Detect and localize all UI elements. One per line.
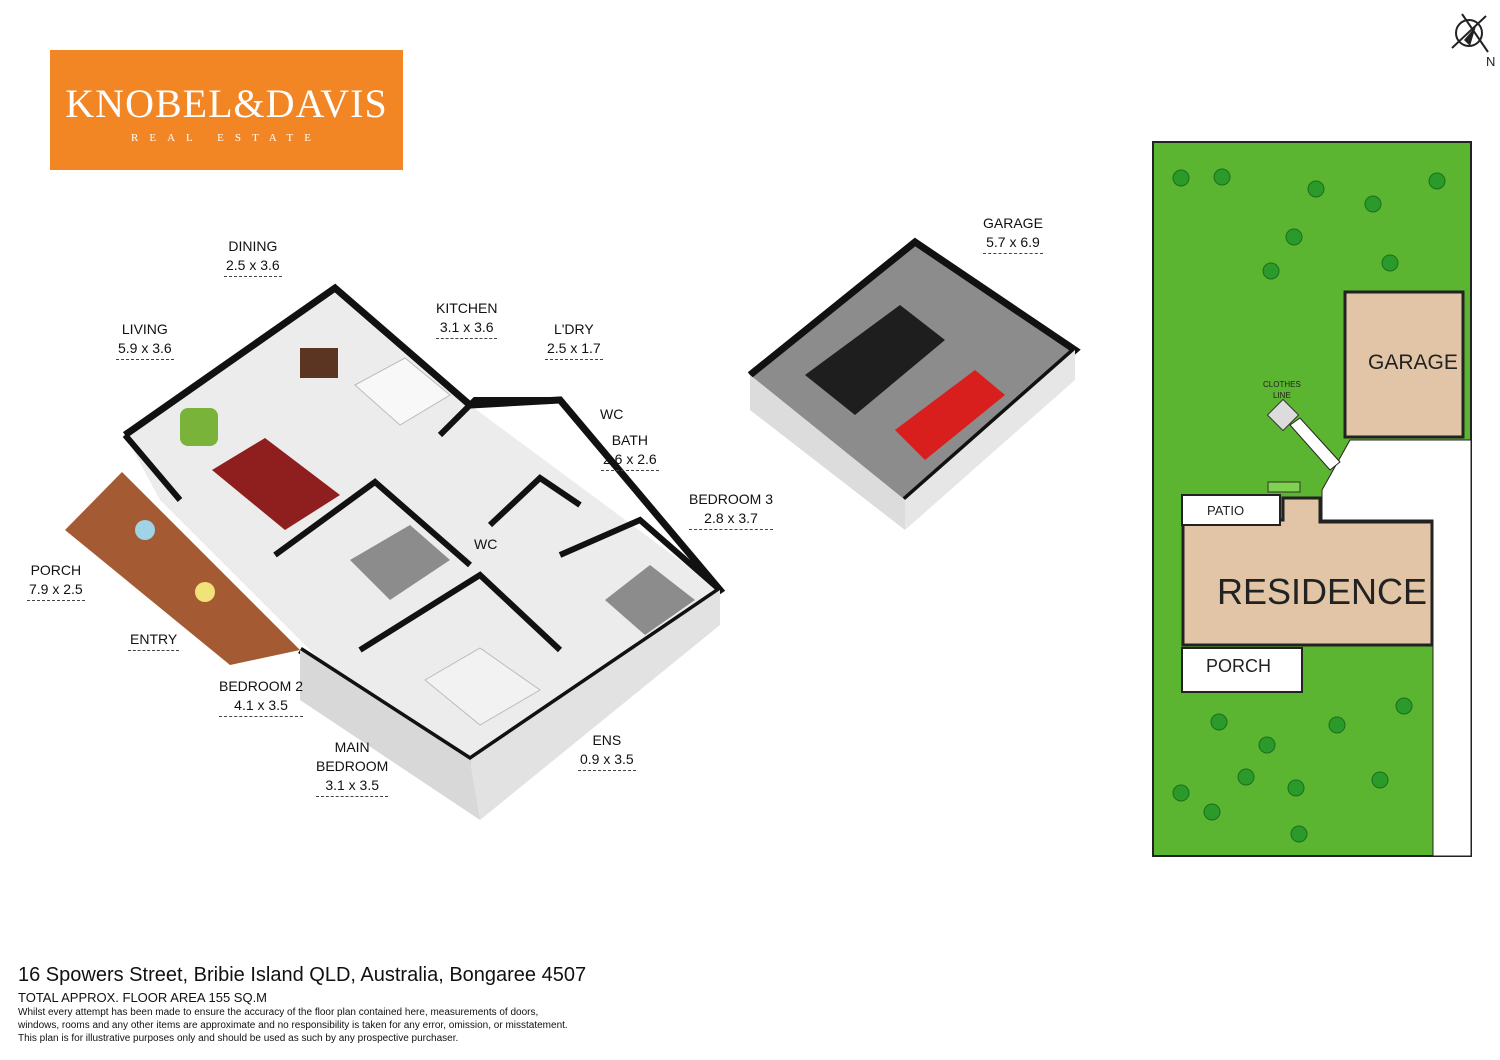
dining-table xyxy=(300,348,338,378)
black-suv xyxy=(805,305,945,415)
room-label-wc-2: WC xyxy=(474,536,498,552)
logo-name: KNOBEL&DAVIS xyxy=(65,81,388,126)
compass-north-label: N xyxy=(1486,54,1496,69)
disclaimer-line-3: This plan is for illustrative purposes o… xyxy=(18,1033,459,1044)
logo-tagline: REAL ESTATE xyxy=(131,132,322,144)
bath-walls xyxy=(487,474,582,528)
bedroom-3-bed xyxy=(605,565,695,635)
living-rug xyxy=(212,438,340,530)
company-logo: KNOBEL&DAVIS REAL ESTATE xyxy=(50,50,403,170)
property-address: 16 Spowers Street, Bribie Island QLD, Au… xyxy=(18,964,587,986)
disclaimer-line-2: windows, rooms and any other items are a… xyxy=(18,1020,568,1031)
armchair xyxy=(180,408,218,446)
site-label-residence: RESIDENCE xyxy=(1217,571,1428,612)
bedroom-2-bed xyxy=(350,525,450,600)
bedroom-2-walls xyxy=(273,478,472,568)
red-car xyxy=(895,370,1005,460)
main-bedroom-bed xyxy=(424,647,541,726)
garage-door-face xyxy=(750,375,905,530)
main-bedroom-walls xyxy=(358,571,563,653)
porch-deck xyxy=(65,472,300,665)
disclaimer: Whilst every attempt has been made to en… xyxy=(18,1006,658,1045)
trees xyxy=(1172,168,1446,843)
site-porch xyxy=(1181,647,1303,693)
site-label-porch: PORCH xyxy=(1206,656,1272,676)
site-label-patio: PATIO xyxy=(1207,503,1245,518)
clothes-line-icon xyxy=(1266,398,1300,432)
site-residence xyxy=(1181,496,1434,647)
site-label-garage: GARAGE xyxy=(1368,351,1458,374)
site-patio xyxy=(1181,494,1281,526)
room-label-wc-1: WC xyxy=(600,406,624,422)
disclaimer-line-1: Whilst every attempt has been made to en… xyxy=(18,1007,539,1018)
site-label-line: LINE xyxy=(1273,391,1291,400)
kitchen-bench xyxy=(354,357,451,426)
bedroom-3-walls xyxy=(558,516,722,593)
site-label-clothes: CLOTHES xyxy=(1263,380,1301,389)
garage-floor xyxy=(750,242,1075,500)
site-garage xyxy=(1343,290,1465,439)
floor-area: TOTAL APPROX. FLOOR AREA 155 SQ.M xyxy=(18,990,268,1005)
laundry-walls xyxy=(437,397,560,438)
room-label-entry: ENTRY xyxy=(128,630,180,651)
